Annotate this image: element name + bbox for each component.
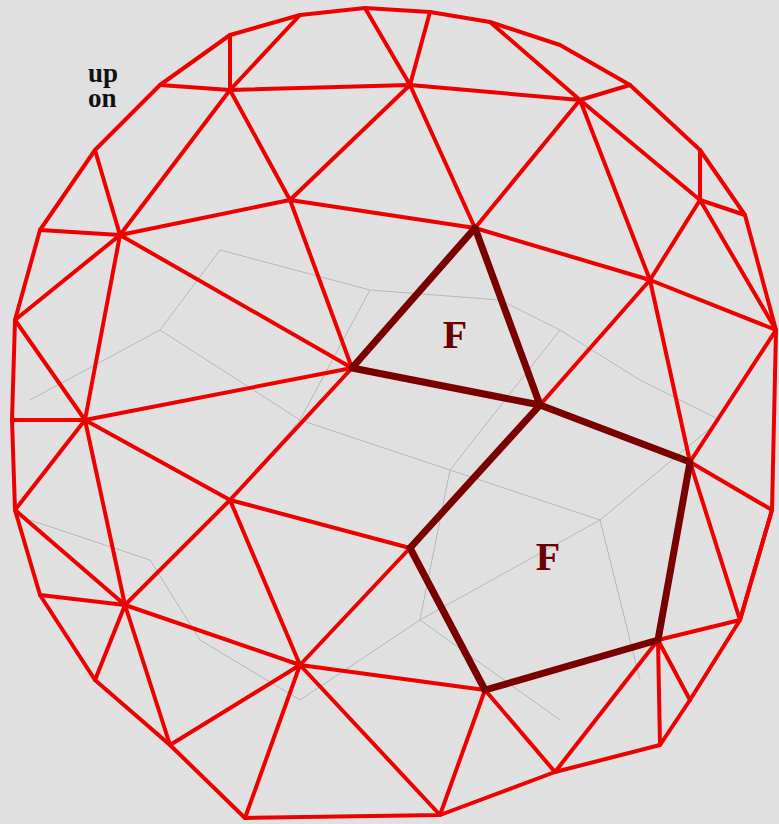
visible-edges: [12, 8, 776, 818]
caption-fragment: on: [88, 85, 117, 112]
face-edge: [352, 228, 540, 405]
triangle-face: F: [352, 228, 540, 405]
face-label: F: [536, 537, 560, 577]
face-label: F: [443, 315, 467, 355]
caption-fragment: up: [88, 60, 118, 87]
pentagon-face: F: [410, 405, 690, 690]
face-edge: [410, 405, 690, 690]
